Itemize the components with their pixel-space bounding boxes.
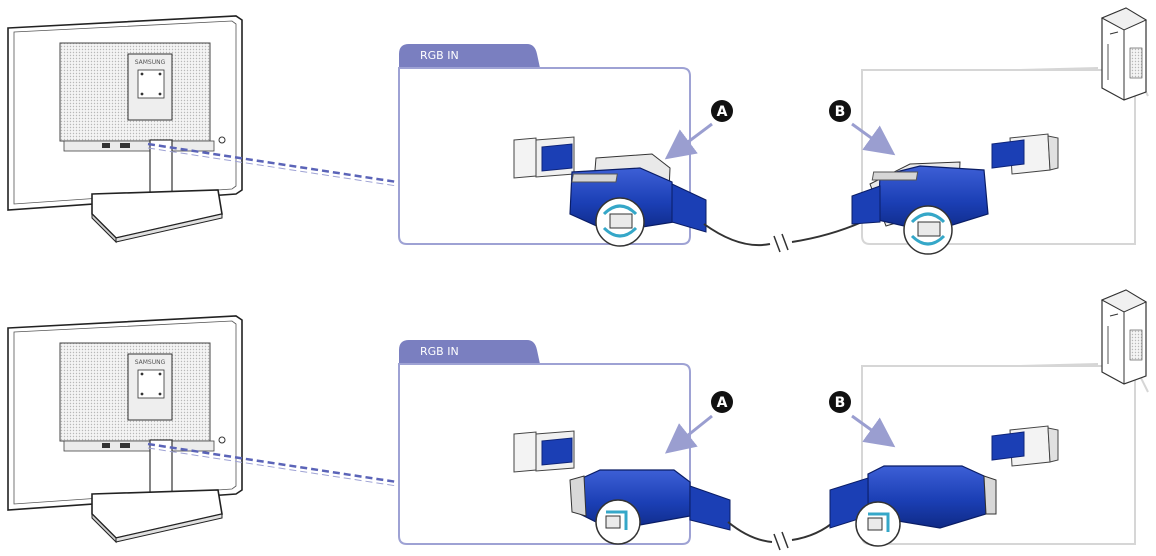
port-tab-label: RGB IN bbox=[420, 345, 459, 358]
connector-b-screw bbox=[851, 161, 989, 255]
connector-a-screw bbox=[569, 153, 707, 247]
monitor-rear-view: SAMSUNG bbox=[7, 15, 243, 244]
callout-b-label: B bbox=[835, 104, 846, 120]
monitor-vga-port bbox=[513, 430, 575, 473]
cable bbox=[703, 223, 771, 247]
callout-a-label: A bbox=[717, 395, 728, 411]
port-tab bbox=[399, 44, 540, 68]
monitor-vga-port bbox=[513, 136, 575, 179]
callout-b: B bbox=[829, 391, 896, 448]
panel-bottom: SAMSUNG RGB IN bbox=[7, 289, 1149, 551]
monitor-brand-label: SAMSUNG bbox=[135, 359, 166, 366]
pc-tower bbox=[1100, 7, 1148, 101]
callout-b: B bbox=[829, 100, 896, 156]
callout-a: A bbox=[664, 100, 733, 160]
connector-b-clip bbox=[829, 465, 997, 547]
rgb-in-zoom-box: RGB IN bbox=[398, 340, 691, 545]
pc-vga-port bbox=[991, 133, 1059, 175]
rgb-in-zoom-box: RGB IN bbox=[398, 44, 691, 245]
pc-tower bbox=[1100, 289, 1148, 385]
panel-top: SAMSUNG RGB IN bbox=[7, 7, 1149, 255]
monitor-brand-label: SAMSUNG bbox=[135, 59, 166, 66]
connector-a-clip bbox=[569, 469, 731, 545]
cable bbox=[727, 521, 773, 543]
port-tab bbox=[399, 340, 540, 364]
callout-a-label: A bbox=[717, 104, 728, 120]
port-tab-label: RGB IN bbox=[420, 49, 459, 62]
port-zoom-dashed-line bbox=[147, 142, 398, 184]
pc-vga-port bbox=[991, 425, 1059, 467]
monitor-rear-view: SAMSUNG bbox=[7, 315, 243, 544]
callout-b-label: B bbox=[835, 395, 846, 411]
callout-a: A bbox=[664, 391, 733, 454]
port-zoom-dashed-line bbox=[147, 442, 398, 484]
